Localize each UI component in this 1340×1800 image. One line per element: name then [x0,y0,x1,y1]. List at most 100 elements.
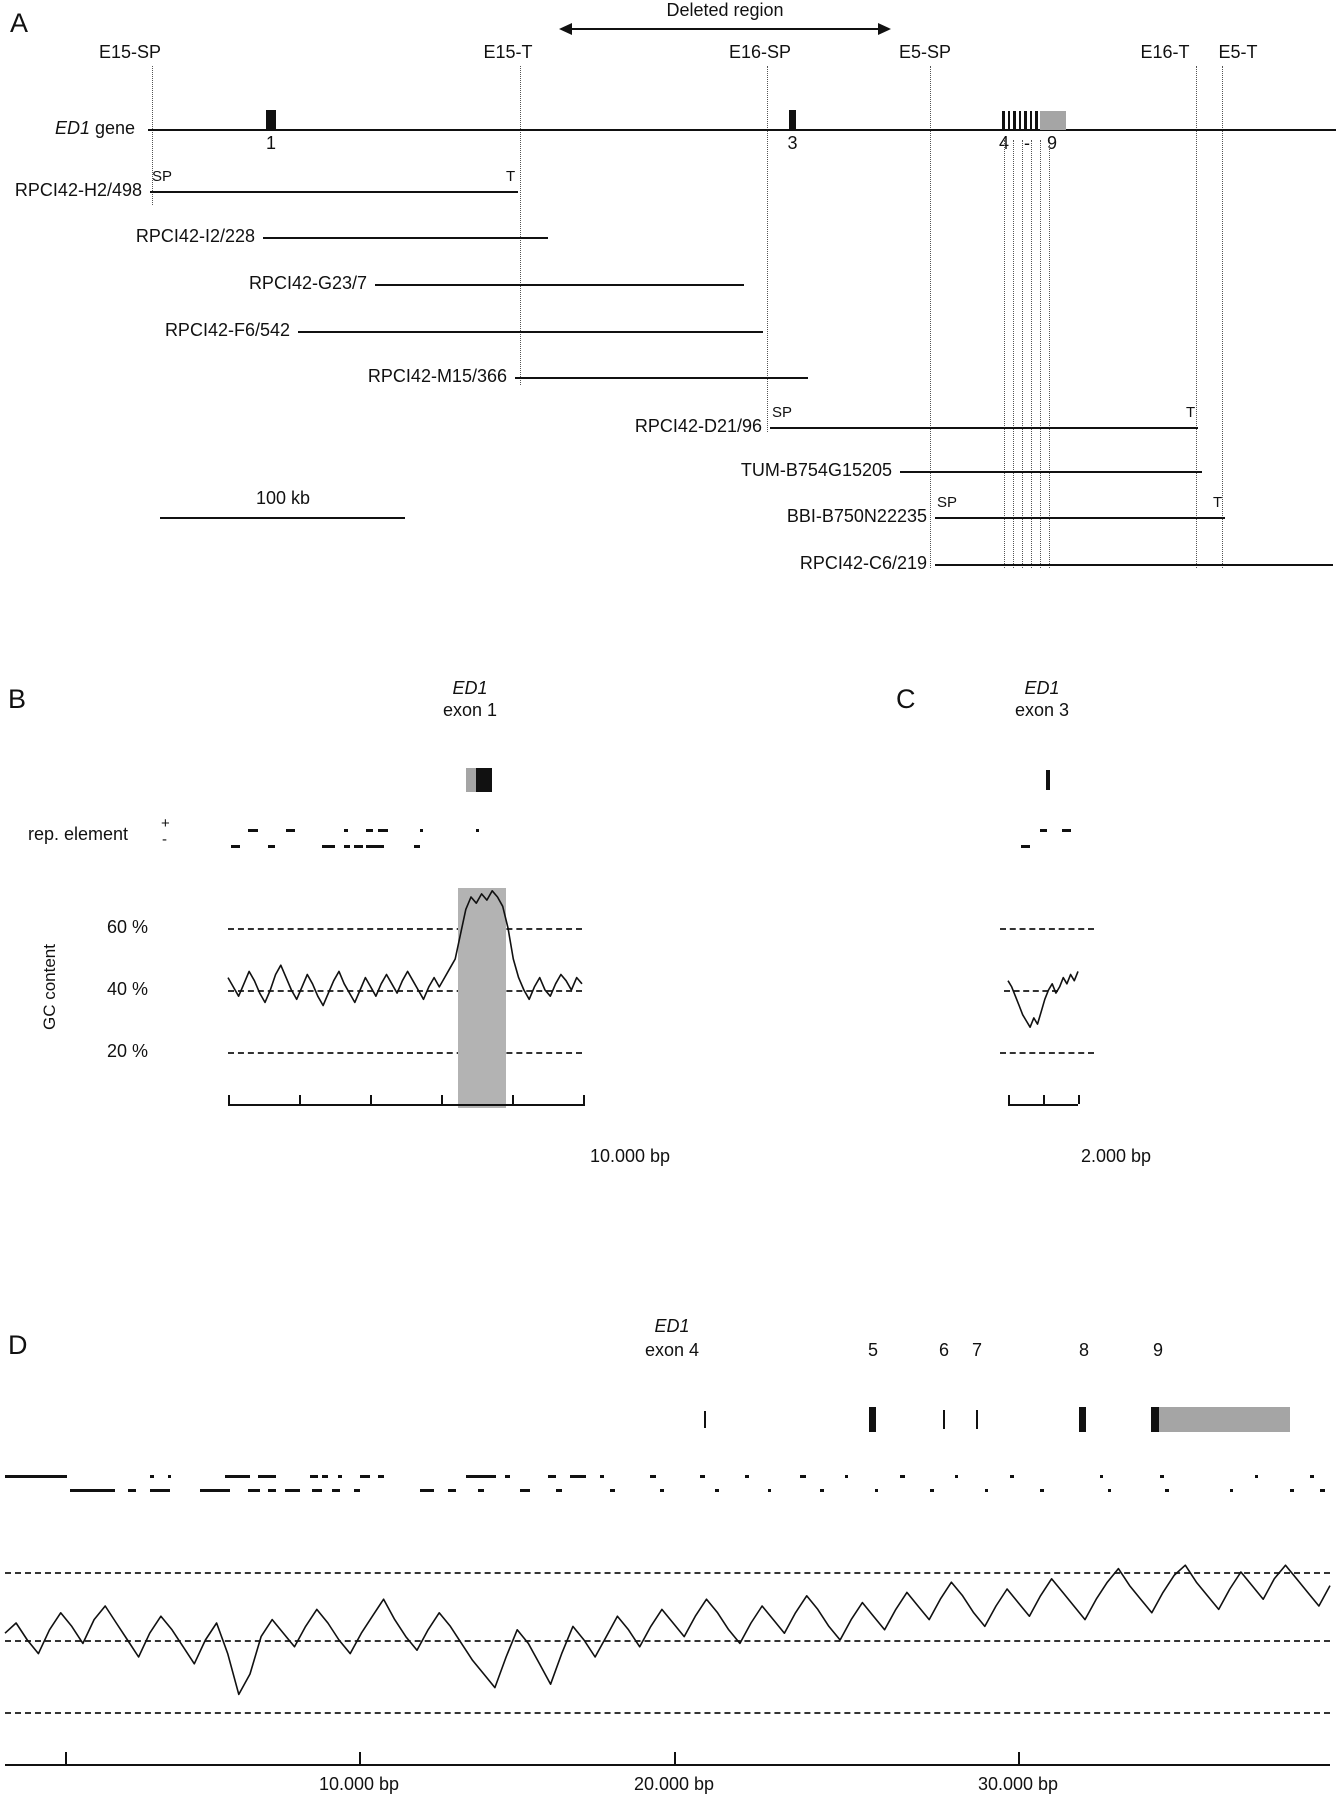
repeat-element-dash-plus [1160,1475,1164,1478]
deleted-region-label: Deleted region [666,0,784,20]
exon-mark [704,1411,706,1428]
axis-label-d: 10.000 bp [318,1774,400,1794]
gene-exon-cluster-bar [1019,111,1021,130]
clone-label: RPCI42-G23/7 [248,273,367,293]
repeat-element-dash-plus [1040,829,1047,832]
repeat-element-dash-plus [1010,1475,1014,1478]
panel-c-scale-label: 2.000 bp [1080,1146,1152,1166]
gene-exon-label-3: 3 [787,133,798,153]
repeat-element-dash-minus [231,845,240,848]
clone-label: RPCI42-D21/96 [634,416,762,436]
repeat-element-dash-minus [556,1489,562,1492]
panel-c-title-exon: exon 3 [1014,700,1070,720]
repeat-element-dash-plus [366,829,373,832]
gene-exon-label-1: 1 [265,133,277,153]
panel-b-title-exon: exon 1 [442,700,498,720]
repeat-element-dash-minus [268,845,275,848]
rep-element-label: rep. element [28,824,129,844]
axis-tick-c [1008,1095,1010,1104]
marker-label-E16-SP: E16-SP [728,42,792,62]
panel-d-title-gene: ED1 [654,1316,690,1336]
repeat-element-dash-minus [414,845,420,848]
repeat-element-dash-minus [610,1489,615,1492]
gene-exon-cluster-bar [1013,111,1016,130]
clone-t-label: T [506,168,516,185]
exon-mark [1151,1407,1159,1432]
clone-line [515,377,808,379]
gene-exon-cluster-bar [1030,111,1032,130]
repeat-element-dash-minus [420,1489,434,1492]
marker-guide-E15-SP [152,66,153,205]
repeat-element-dash-minus [332,1489,340,1492]
repeat-element-dash-plus [900,1475,905,1478]
repeat-element-dash-minus [285,1489,300,1492]
exon-mark [976,1410,978,1429]
exon-mark [1079,1407,1086,1432]
exon-cluster-guide [1004,140,1005,568]
repeat-element-dash-plus [322,1475,328,1478]
gridline-d [5,1572,1330,1574]
repeat-element-dash-minus [354,845,363,848]
exon1-box-gray [466,768,476,792]
x-axis-d [5,1764,1330,1766]
marker-label-E15-SP: E15-SP [98,42,162,62]
gene-exon-cluster-gray-box [1040,111,1066,130]
gene-exon-cluster-bar [1008,111,1010,130]
exon-cluster-guide [1013,140,1014,568]
scalebar-label: 100 kb [255,488,311,508]
repeat-element-dash-plus [570,1475,586,1478]
exon-number-label-5: 5 [867,1340,879,1360]
repeat-element-dash-minus [354,1489,360,1492]
gridline-c [1000,928,1094,930]
repeat-element-dash-minus [150,1489,170,1492]
repeat-element-dash-minus [875,1489,878,1492]
exon-cluster-guide [1049,140,1050,568]
panel-c-title-gene: ED1 [1024,678,1060,698]
gene-exon-cluster-bar [1035,111,1038,130]
deleted-region-arrow [559,23,891,35]
gc-curve-D [4,1564,1331,1696]
repeat-element-dash-minus [820,1489,824,1492]
ytick-40: 40 % [106,979,148,999]
repeat-element-dash-plus [5,1475,67,1478]
repeat-element-dash-minus [1165,1489,1169,1492]
gc-curve-C [1007,971,1079,1028]
clone-line [375,284,744,286]
axis-tick-b [228,1095,230,1104]
gene-exon-cluster-bar [1002,111,1005,130]
clone-label: RPCI42-F6/542 [164,320,290,340]
repeat-element-dash-minus [70,1489,115,1492]
repeat-element-dash-plus [466,1475,496,1478]
repeat-element-dash-plus [420,829,423,832]
repeat-element-dash-minus [248,1489,260,1492]
marker-guide-E16-SP [767,66,768,432]
exon-cluster-guide [1022,140,1023,568]
exon3-tick [1046,770,1050,790]
x-axis-c [1008,1104,1078,1106]
repeat-element-dash-minus [1040,1489,1044,1492]
exon-number-label-7: 7 [971,1340,983,1360]
exon1-box-black [476,768,492,792]
marker-label-E5-SP: E5-SP [898,42,952,62]
panel-d-letter: D [8,1330,28,1360]
repeat-element-dash-plus [310,1475,318,1478]
marker-guide-E5-SP [930,66,931,568]
repeat-element-dash-plus [548,1475,556,1478]
gene-exon-cluster-bar [1024,111,1027,130]
gridline-d [5,1640,1330,1642]
repeat-element-dash-minus [1230,1489,1233,1492]
axis-tick-d [359,1752,361,1764]
repeat-element-dash-minus [344,845,350,848]
clone-label: RPCI42-I2/228 [135,226,255,246]
repeat-element-dash-minus [1320,1489,1325,1492]
clone-line [935,564,1333,566]
repeat-element-dash-minus [1108,1489,1111,1492]
marker-label-E15-T: E15-T [483,42,533,62]
rep-plus-sign: + [161,815,170,832]
gene-exon-1 [266,110,276,130]
repeat-element-dash-plus [700,1475,705,1478]
axis-tick-c [1078,1095,1080,1104]
repeat-element-dash-minus [768,1489,771,1492]
gridline-d [5,1712,1330,1714]
